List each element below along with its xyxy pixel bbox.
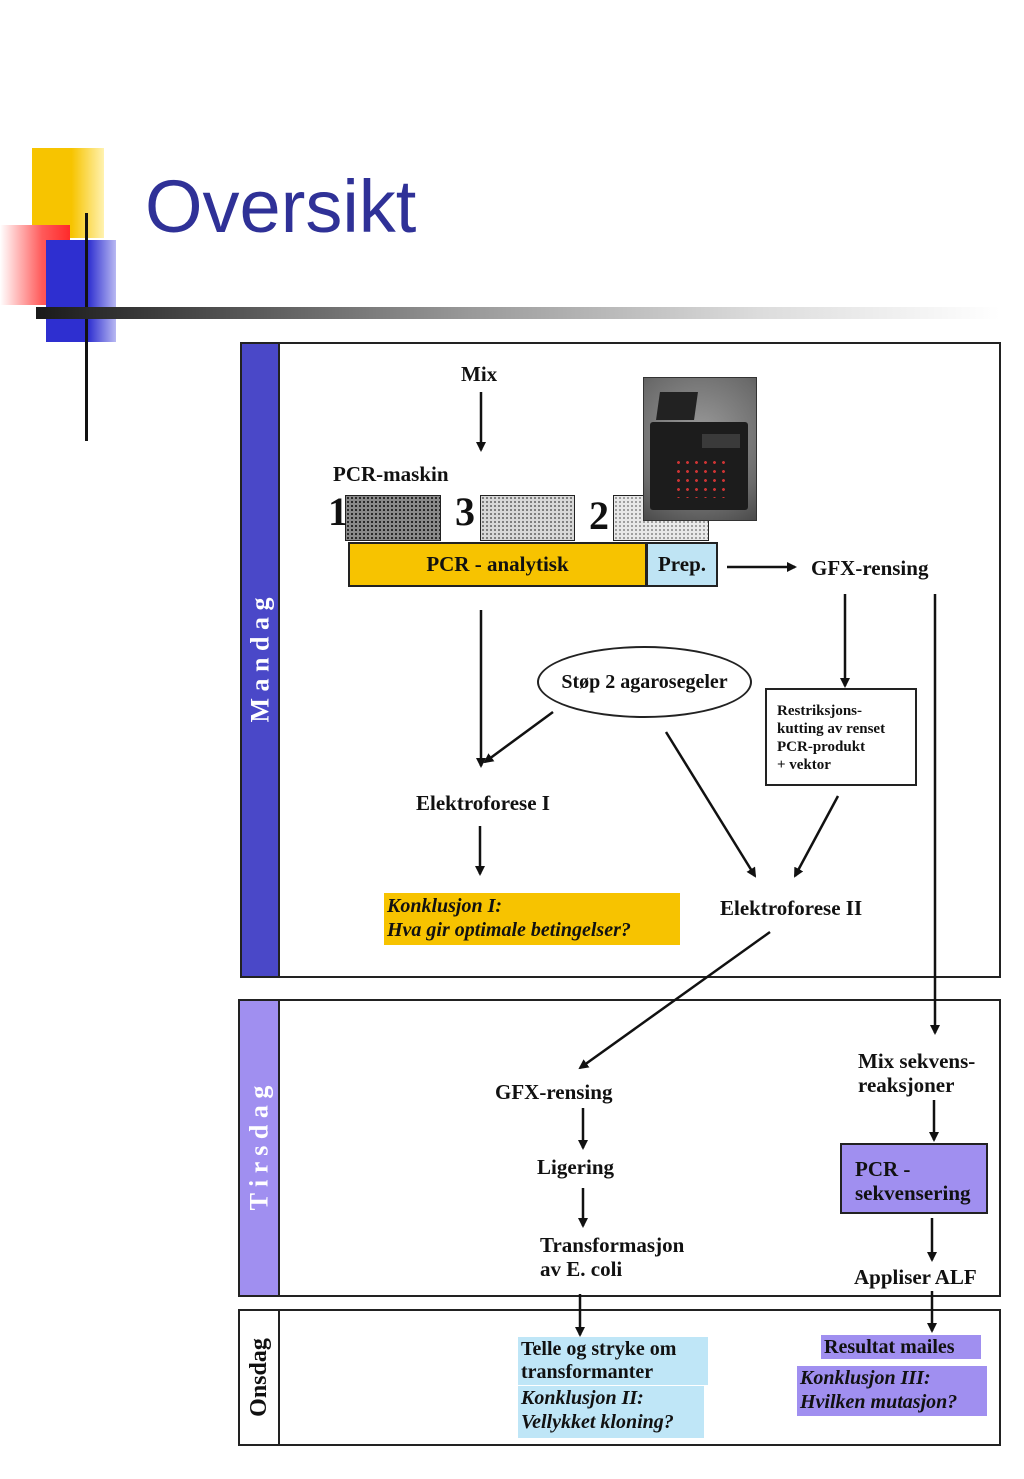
mix-seq-label: Mix sekvens- reaksjoner	[858, 1049, 975, 1097]
ligation-label: Ligering	[537, 1155, 614, 1179]
restriction-line-4: + vektor	[777, 757, 831, 773]
cast-gels-label: Støp 2 agarosegeler	[561, 670, 728, 693]
pcr-seq-line-1: PCR -	[855, 1157, 911, 1181]
conclusion-1-question: Hva gir optimale betingelser?	[387, 919, 631, 941]
conclusion-1-box: Konklusjon I: Hva gir optimale betingels…	[384, 893, 680, 945]
results-box: Resultat mailes	[821, 1335, 981, 1359]
restriction-line-1: Restriksjons-	[777, 703, 862, 719]
pcr-seq-line-2: sekvensering	[855, 1181, 971, 1205]
transformation-line-1: Transformasjon	[540, 1233, 685, 1257]
pcr-seq-box: PCR - sekvensering	[840, 1143, 988, 1214]
pcr-machine-display	[702, 434, 740, 448]
restriction-box: Restriksjons- kutting av renset PCR-prod…	[765, 688, 917, 786]
conclusion-1-title: Konklusjon I:	[387, 895, 503, 917]
results-label: Resultat mailes	[824, 1336, 955, 1358]
conclusion-2-question: Vellykket kloning?	[521, 1411, 674, 1433]
slot-number-3: 3	[455, 489, 475, 534]
pcr-machine-photo	[643, 377, 757, 521]
pcr-machine-lid	[656, 392, 698, 420]
slot-number-2: 2	[589, 493, 609, 538]
apply-alf-label: Appliser ALF	[854, 1265, 977, 1289]
prep-label: Prep.	[657, 552, 707, 576]
arrow-electro2-to-gfx2	[578, 930, 771, 1070]
pcr-machine-label: PCR-maskin	[333, 462, 449, 486]
prep-box: Prep.	[646, 542, 718, 587]
slot-number-1: 1	[328, 489, 348, 534]
conclusion-3-title: Konklusjon III:	[800, 1367, 931, 1389]
monday-label-bar: M a n d a g	[240, 342, 280, 978]
conclusion-3-question: Hvilken mutasjon?	[800, 1391, 958, 1413]
mix-label: Mix	[461, 362, 498, 386]
mix-seq-line-2: reaksjoner	[858, 1073, 955, 1097]
electrophoresis-1-label: Elektroforese I	[416, 791, 550, 815]
pcr-analytic-label: PCR - analytisk	[426, 552, 569, 576]
pcr-machine-keypad	[674, 458, 730, 498]
conclusion-2-title: Konklusjon II:	[521, 1387, 644, 1409]
decor-yellow-square	[32, 148, 104, 238]
arrow-gel-to-electro1	[483, 710, 554, 764]
gfx-rensing-monday: GFX-rensing	[811, 556, 929, 580]
electrophoresis-2-label: Elektroforese II	[720, 896, 863, 920]
pcr-analytic-box: PCR - analytisk	[348, 542, 647, 587]
restriction-line-2: kutting av renset	[777, 721, 886, 737]
count-line-1: Telle og stryke om	[521, 1338, 677, 1360]
cast-gels-ellipse: Støp 2 agarosegeler	[537, 646, 752, 718]
conclusion-2-box: Konklusjon II: Vellykket kloning?	[518, 1386, 704, 1438]
arrow-restriction-to-electro2	[793, 795, 840, 878]
slide-title: Oversikt	[145, 165, 417, 248]
transformation-line-2: av E. coli	[540, 1257, 623, 1281]
tuesday-label-bar: T i r s d a g	[238, 999, 280, 1297]
wednesday-label-bar: Onsdag	[238, 1309, 280, 1446]
pcr-slot-1	[345, 495, 441, 541]
pcr-slot-3	[480, 495, 575, 541]
transformation-label: Transformasjon av E. coli	[540, 1233, 684, 1281]
decor-vertical-line	[85, 213, 88, 441]
decor-gradient-rule	[36, 307, 1000, 319]
arrow-gel-to-electro2	[664, 731, 757, 878]
count-box: Telle og stryke om transformanter	[518, 1337, 708, 1385]
gfx-rensing-tuesday: GFX-rensing	[495, 1080, 613, 1104]
decor-blue-square	[46, 240, 116, 342]
conclusion-3-box: Konklusjon III: Hvilken mutasjon?	[797, 1366, 987, 1416]
restriction-line-3: PCR-produkt	[777, 739, 866, 755]
mix-seq-line-1: Mix sekvens-	[858, 1049, 976, 1073]
count-line-2: transformanter	[521, 1361, 654, 1383]
